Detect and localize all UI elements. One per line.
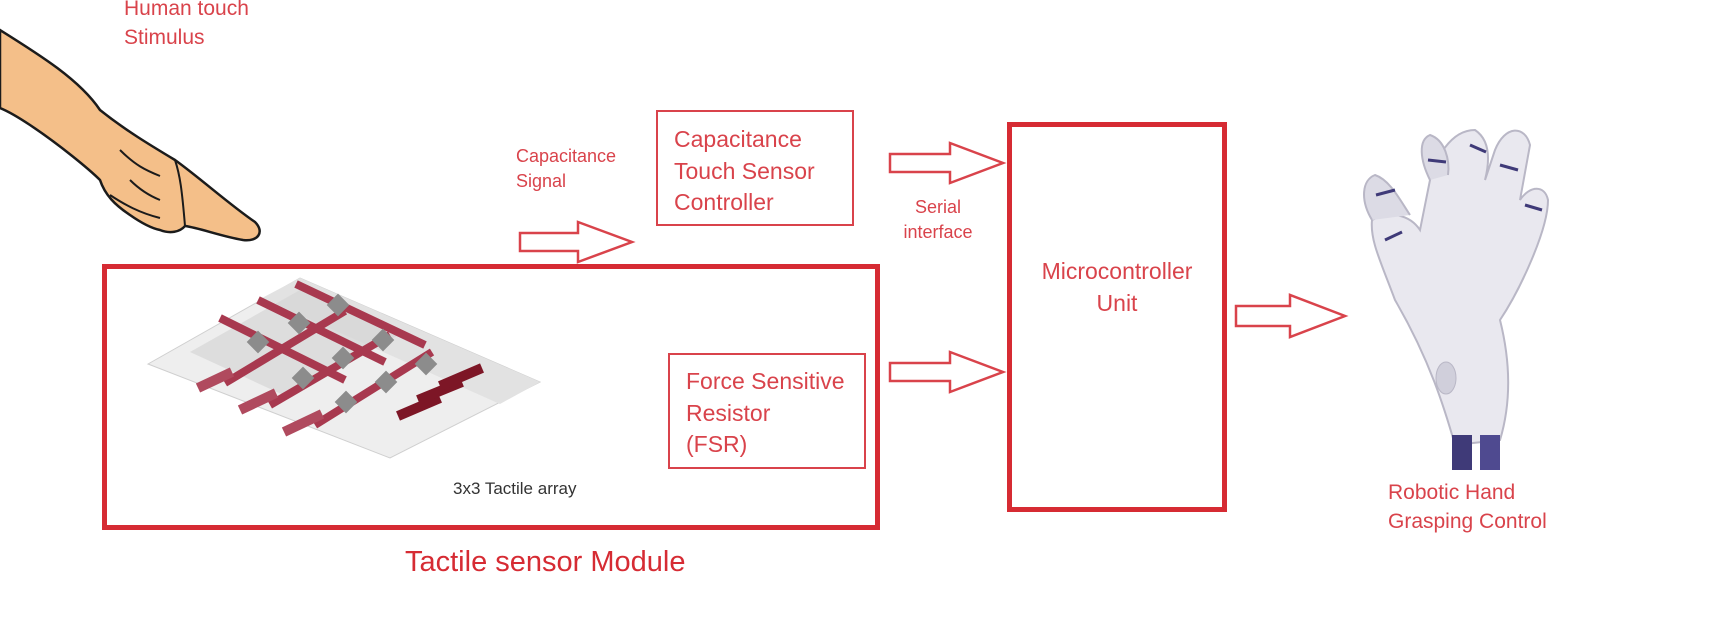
microcontroller-line2: Unit [1096,289,1138,316]
arrow-right-icon [888,141,1007,185]
arrow-right-icon [888,350,1007,394]
robotic-hand-icon [1363,128,1550,470]
stimulus-label: Human touch Stimulus [124,0,249,53]
fsr-text: Force Sensitive Resistor (FSR) [686,366,845,461]
fsr-line3: (FSR) [686,431,748,458]
capacitance-signal-line2: Signal [516,171,567,192]
microcontroller-text: Microcontroller Unit [1012,256,1222,319]
tactile-module-box [102,264,880,530]
arrow-right-icon [518,220,636,264]
serial-interface-line2: interface [903,222,973,243]
serial-interface-line1: Serial [914,197,962,217]
fsr-box [668,353,866,469]
capacitance-controller-line1: Capacitance [674,126,802,152]
capacitance-signal-label: Capacitance Signal [516,144,616,194]
capacitance-controller-box [656,110,854,226]
stimulus-label-line2: Stimulus [124,26,205,50]
capacitance-controller-text: Capacitance Touch Sensor Controller [674,124,815,219]
microcontroller-box [1007,122,1227,512]
hand-pointing-icon [0,28,261,242]
tactile-module-caption: Tactile sensor Module [405,546,686,578]
arrow-right-icon [1234,293,1349,339]
tactile-array-caption: 3x3 Tactile array [453,479,577,498]
fsr-line2: Resistor [686,399,771,426]
serial-interface-label: Serial interface [895,195,981,245]
stimulus-label-line1: Human touch [124,0,249,20]
fsr-line1: Force Sensitive [686,368,845,394]
robotic-hand-line1: Robotic Hand [1388,481,1516,504]
capacitance-controller-line2: Touch Sensor [674,157,815,184]
capacitance-signal-line1: Capacitance [516,146,617,166]
robotic-hand-label: Robotic Hand Grasping Control [1388,478,1547,537]
robotic-hand-line2: Grasping Control [1388,510,1547,534]
capacitance-controller-line3: Controller [674,189,774,216]
tactile-array-icon [146,277,542,459]
microcontroller-line1: Microcontroller [1041,258,1193,284]
